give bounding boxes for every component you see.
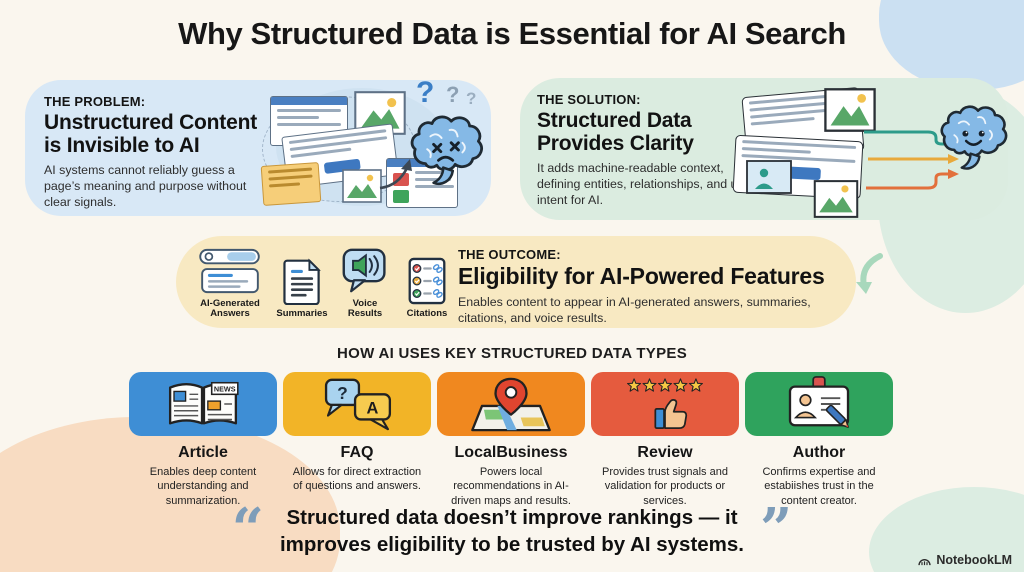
feature-ai-generated-answers: AI-Generated Answers [196, 247, 264, 320]
article-icon-box: NEWS [129, 372, 277, 436]
question-mark: ? [466, 89, 477, 108]
card-faq: ? A FAQ Allows for direct extraction of … [283, 372, 431, 508]
author-icon-box [745, 372, 893, 436]
quote: “ Structured data doesn’t improve rankin… [0, 496, 1024, 562]
browser-titlebar [271, 97, 347, 105]
stars-thumbsup-icon [627, 378, 703, 430]
outcome-title: Eligibility for AI-Powered Features [458, 263, 825, 289]
question-label: ? [337, 383, 348, 403]
localbusiness-icon-box [437, 372, 585, 436]
brand: NotebookLM [917, 553, 1012, 567]
image-thumbnail-icon [342, 169, 382, 203]
card-description: Powers local recommendations in AI-drive… [451, 466, 571, 507]
close-quote-icon: ” [760, 496, 793, 562]
card-title: FAQ [340, 444, 374, 461]
red-block [393, 173, 409, 186]
summary-document-icon [283, 258, 321, 306]
news-label: NEWS [214, 384, 236, 393]
outcome-features: AI-Generated Answers Summaries [196, 247, 454, 320]
problem-text-block: THE PROBLEM: Unstructured Content is Inv… [44, 94, 268, 211]
feature-label: AI-Generated Answers [200, 298, 260, 320]
review-icon-box [591, 372, 739, 436]
answer-label: A [367, 400, 379, 418]
card-title: LocalBusiness [454, 444, 568, 461]
card-description: Confirms expertise and estabiishes trust… [762, 466, 876, 507]
feature-label: Voice Results [347, 298, 383, 320]
card-description: Provides trust signals and validation fo… [602, 466, 728, 507]
ai-answers-icon [199, 248, 260, 294]
problem-kicker: THE PROBLEM: [44, 94, 146, 109]
card-review: Review Provides trust signals and valida… [591, 372, 739, 508]
solution-title: Structured Data Provides Clarity [537, 109, 694, 156]
feature-summaries: Summaries [274, 257, 330, 319]
section-heading: HOW AI USES KEY STRUCTURED DATA TYPES [336, 345, 687, 362]
solution-kicker: THE SOLUTION: [537, 92, 641, 107]
card-title: Article [178, 444, 228, 461]
unstructured-content-illustration: ? ? ? [258, 76, 494, 214]
question-mark: ? [446, 82, 460, 107]
local-map-pin-icon [471, 377, 551, 432]
problem-title: Unstructured Content is Invisible to AI [44, 111, 257, 158]
question-mark: ? [416, 76, 435, 109]
card-description: Enables deep content understanding and s… [149, 466, 257, 507]
brand-label: NotebookLM [936, 553, 1012, 567]
green-curl-arrow-icon [856, 253, 883, 294]
card-localbusiness: LocalBusiness Powers local recommendatio… [437, 372, 585, 508]
outcome-description: Enables content to appear in AI-generate… [458, 295, 811, 326]
problem-description: AI systems cannot reliably guess a page’… [44, 163, 247, 209]
happy-brain-icon [940, 105, 1008, 170]
card-title: Review [637, 444, 693, 461]
outcome-kicker: THE OUTCOME: [458, 247, 561, 262]
card-title: Author [792, 444, 846, 461]
article-book-icon: NEWS [168, 381, 239, 425]
note-thumbnail [260, 162, 322, 206]
author-idcard-icon [788, 376, 850, 428]
faq-bubbles-icon: ? A [324, 378, 392, 431]
person-thumbnail-icon [746, 160, 792, 194]
outcome-text-block: THE OUTCOME: Eligibility for AI-Powered … [458, 247, 850, 327]
curved-arrow-icon [379, 159, 412, 190]
quote-line-1: Structured data doesn’t improve rankings… [286, 506, 738, 529]
page-title: Why Structured Data is Essential for AI … [178, 16, 846, 51]
feature-label: Citations [406, 308, 448, 320]
card-article: NEWS Article Enables deep content unders… [129, 372, 277, 508]
structured-data-illustration [732, 86, 1024, 222]
open-quote-icon: “ [231, 496, 264, 562]
voice-speaker-icon [342, 248, 386, 293]
confused-brain-icon [410, 115, 483, 186]
card-description: Allows for direct extraction of question… [292, 466, 422, 493]
image-thumbnail-icon [813, 180, 859, 218]
data-type-cards: NEWS Article Enables deep content unders… [129, 372, 895, 508]
feature-voice-results: Voice Results [340, 247, 390, 320]
image-thumbnail-icon [824, 88, 876, 132]
citations-checklist-icon [408, 258, 446, 305]
green-block [393, 190, 409, 203]
quote-line-2: improves eligibility to be trusted by AI… [279, 533, 745, 557]
solution-description: It adds machine-readable context, defini… [537, 161, 755, 207]
quote-text: Structured data doesn’t improve rankings… [280, 504, 744, 558]
feature-citations: Citations [400, 257, 454, 319]
feature-label: Summaries [276, 308, 328, 320]
card-author: Author Confirms expertise and estabiishe… [745, 372, 893, 508]
solution-text-block: THE SOLUTION: Structured Data Provides C… [537, 92, 761, 209]
faq-icon-box: ? A [283, 372, 431, 436]
notebooklm-logo-icon [918, 558, 931, 565]
